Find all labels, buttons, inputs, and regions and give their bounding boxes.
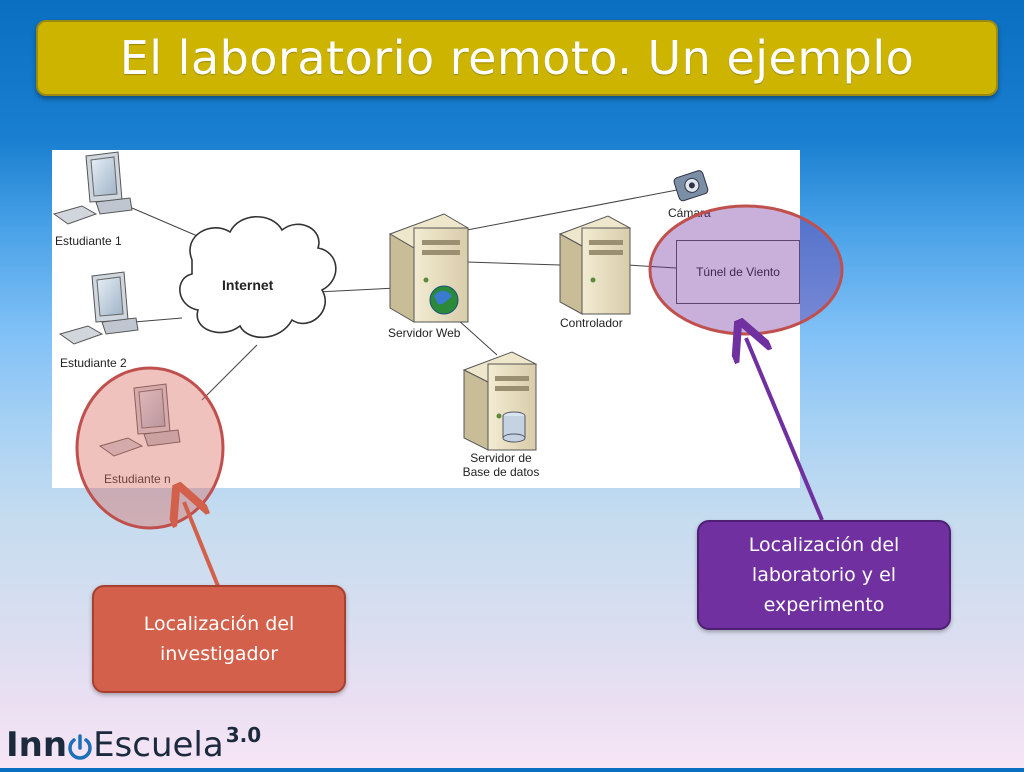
lab-callout: Localización del laboratorio y el experi… — [697, 520, 951, 630]
network-diagram: Estudiante 1 Estudiante 2 Estudiante n I… — [52, 150, 800, 488]
innoescuela-logo: Inn Escuela 3.0 — [6, 722, 261, 768]
camera-icon — [673, 170, 709, 202]
logo-part-escuela: Escuela — [93, 725, 224, 765]
label-tunel: Túnel de Viento — [696, 265, 780, 279]
logo-part-inn: Inn — [6, 725, 68, 765]
label-controlador: Controlador — [560, 316, 623, 330]
page-title: El laboratorio remoto. Un ejemplo — [119, 31, 915, 85]
investigator-arrow — [184, 502, 220, 587]
wind-tunnel-box: Túnel de Viento — [676, 240, 800, 304]
label-estudiante-2: Estudiante 2 — [60, 356, 127, 370]
lab-callout-text: Localización del laboratorio y el experi… — [748, 534, 900, 616]
label-internet: Internet — [222, 277, 274, 293]
database-server-icon — [462, 351, 538, 451]
web-server-icon — [388, 213, 470, 323]
computer-icon-estudiante-1 — [52, 151, 133, 225]
power-icon — [67, 722, 93, 768]
label-servidor-web: Servidor Web — [388, 326, 461, 340]
title-bar: El laboratorio remoto. Un ejemplo — [36, 20, 998, 96]
label-estudiante-n: Estudiante n — [104, 472, 171, 486]
label-servidor-bd-line2: Base de datos — [462, 465, 540, 479]
investigator-callout: Localización del investigador — [92, 585, 346, 693]
computer-icon-estudiante-2 — [58, 271, 139, 345]
label-servidor-bd: Servidor de Base de datos — [463, 451, 540, 479]
investigator-callout-text: Localización del investigador — [143, 613, 295, 665]
computer-icon-estudiante-n — [98, 383, 181, 457]
label-camara: Cámara — [668, 206, 711, 220]
logo-version: 3.0 — [225, 723, 262, 747]
label-estudiante-1: Estudiante 1 — [55, 234, 122, 248]
label-servidor-bd-line1: Servidor de — [470, 451, 532, 465]
controller-icon — [558, 215, 632, 315]
diagram-graphics — [52, 151, 709, 457]
internet-cloud-icon — [179, 216, 337, 339]
